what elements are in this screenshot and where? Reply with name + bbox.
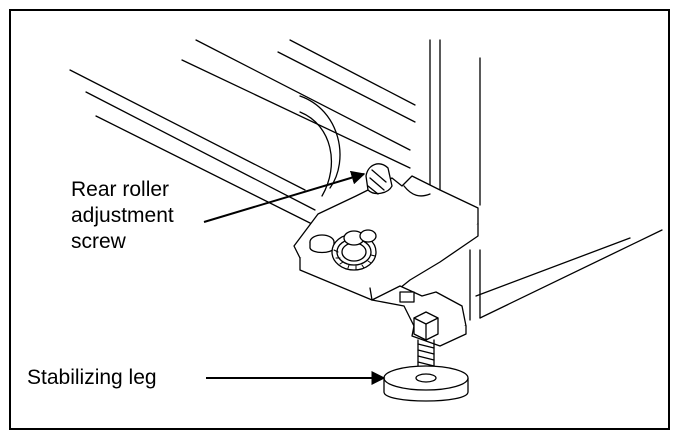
callout-label-stabilizing-leg: Stabilizing leg — [27, 366, 157, 390]
callout-label-rear-roller-line1: Rear roller — [71, 178, 169, 202]
vertical-posts — [430, 40, 480, 320]
bracket-pin — [310, 235, 334, 253]
leg-nut — [414, 312, 438, 340]
leg-foot-pad — [384, 366, 468, 401]
cabinet-base-edge — [480, 230, 662, 318]
callout-label-rear-roller-line3: screw — [71, 230, 126, 254]
callout-label-rear-roller-line2: adjustment — [71, 204, 174, 228]
adjustment-screw-part — [366, 164, 392, 194]
